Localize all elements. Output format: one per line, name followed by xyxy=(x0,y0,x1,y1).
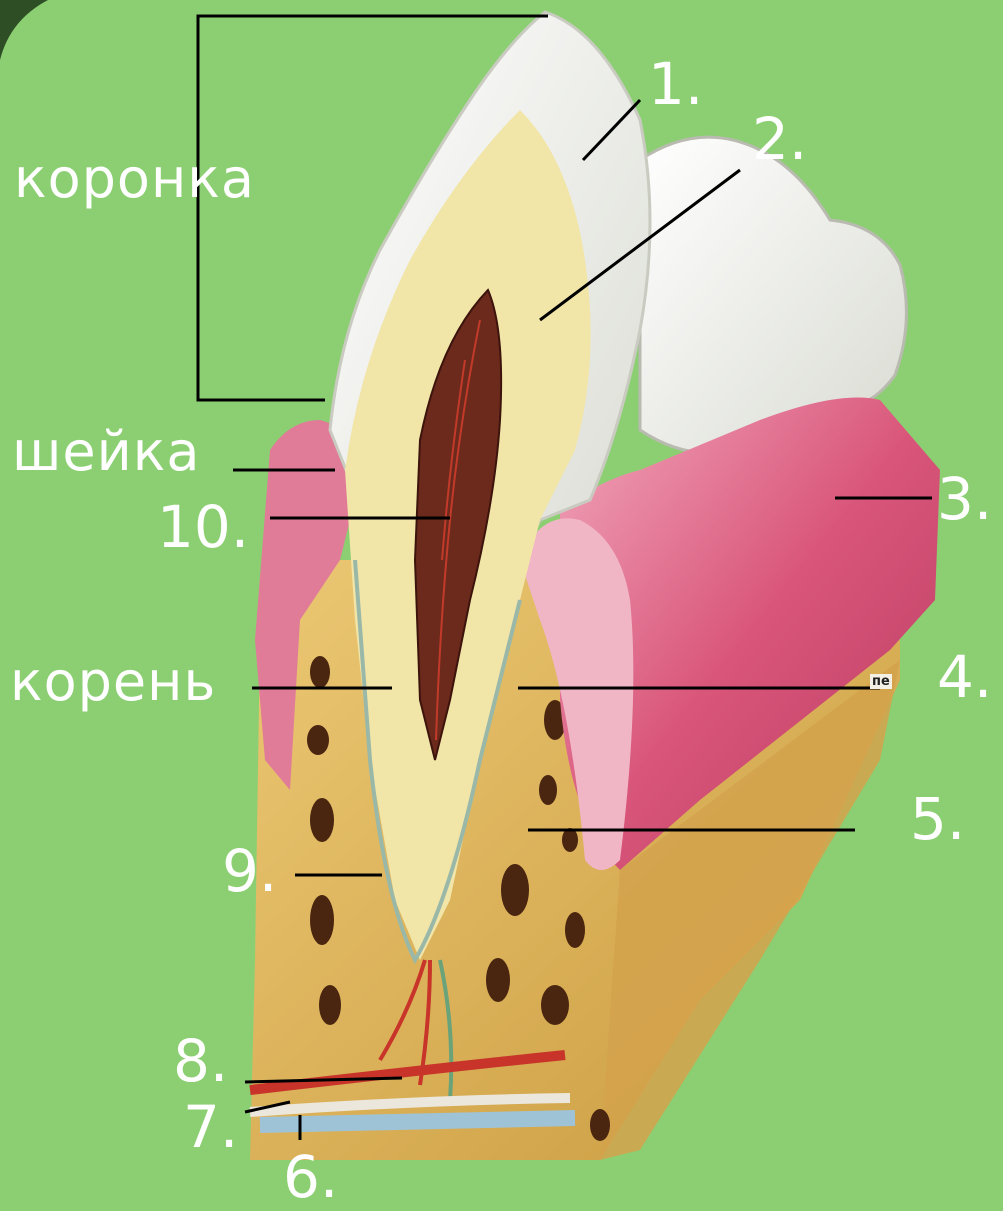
number-2: 2. xyxy=(752,110,807,168)
number-5: 5. xyxy=(910,790,965,848)
fragment-tag: пе xyxy=(870,674,892,689)
number-3: 3. xyxy=(937,470,992,528)
number-7: 7. xyxy=(183,1098,238,1156)
number-4: 4. xyxy=(937,648,992,706)
number-6: 6. xyxy=(283,1148,338,1206)
number-10: 10. xyxy=(157,498,249,556)
neck-label: шейка xyxy=(12,425,200,479)
number-8: 8. xyxy=(173,1032,228,1090)
number-1: 1. xyxy=(648,55,703,113)
corner-arc xyxy=(0,0,48,60)
number-9: 9. xyxy=(222,842,277,900)
root-label: корень xyxy=(10,655,216,709)
crown-label: коронка xyxy=(14,152,255,206)
